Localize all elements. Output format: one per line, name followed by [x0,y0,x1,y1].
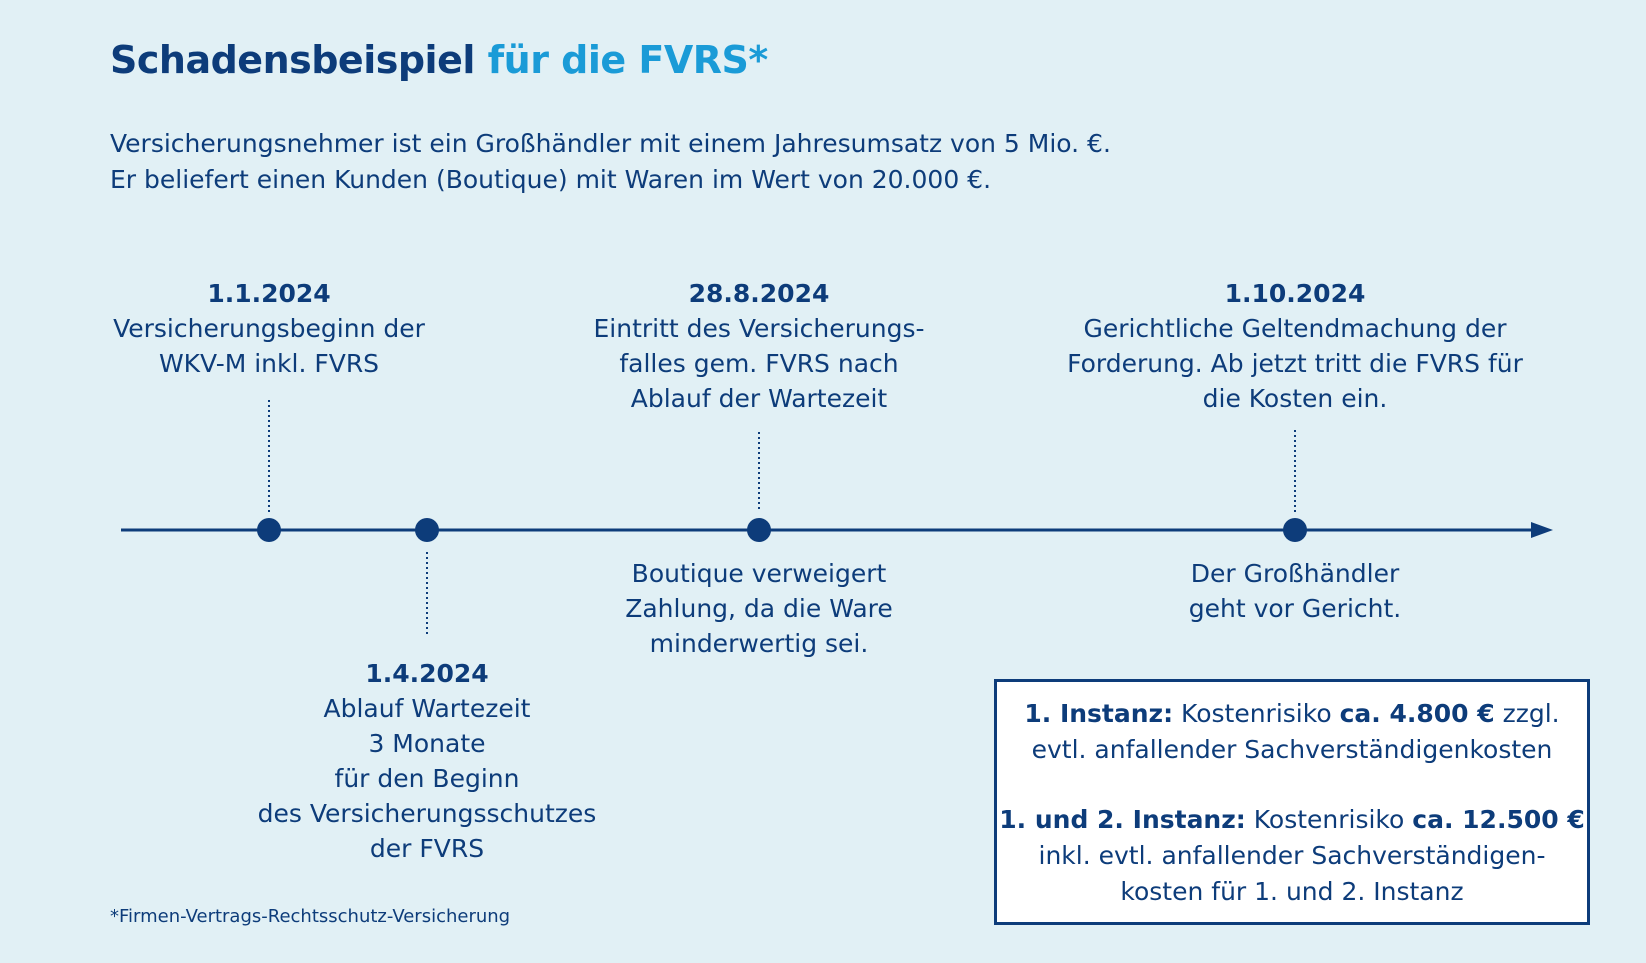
intro-line: Versicherungsnehmer ist ein Großhändler … [110,129,1111,158]
event-text: WKV-M inkl. FVRS [158,349,380,378]
cost-paragraph-both-instances: 1. und 2. Instanz: Kostenrisiko ca. 12.5… [997,802,1587,910]
event-text: Eintritt des Versicherungs- [593,314,925,343]
cost-paragraph-first-instance: 1. Instanz: Kostenrisiko ca. 4.800 € zzg… [997,696,1587,768]
footnote: *Firmen-Vertrags-Rechtsschutz-Versicheru… [110,906,511,927]
note-text: Der Großhändler [1190,559,1400,588]
event-text: die Kosten ein. [1202,384,1388,413]
event-text: Ablauf Wartezeit [323,694,531,723]
cost-label: 1. Instanz: [1024,699,1174,728]
cost-text: evtl. anfallender Sachverständigenkosten [1031,735,1553,764]
timeline-marker [257,518,281,542]
cost-risk-box: 1. Instanz: Kostenrisiko ca. 4.800 € zzg… [994,679,1590,925]
cost-text: inkl. evtl. anfallender Sachverständigen… [1038,841,1546,870]
cost-text: Kostenrisiko [1173,699,1340,728]
timeline-marker [747,518,771,542]
event-text: der FVRS [369,834,485,863]
event-text: 3 Monate [368,729,486,758]
cost-amount: ca. 12.500 € [1412,805,1585,834]
note-text: geht vor Gericht. [1188,594,1402,623]
title-main: Schadensbeispiel [110,38,475,82]
note-wholesaler-court: Der Großhändler geht vor Gericht. [1145,556,1445,626]
cost-amount: ca. 4.800 € [1339,699,1495,728]
cost-text: Kostenrisiko [1245,805,1413,834]
note-boutique-refuses: Boutique verweigert Zahlung, da die Ware… [609,556,909,661]
event-text: Forderung. Ab jetzt tritt die FVRS für [1067,349,1523,378]
timeline-marker [1283,518,1307,542]
cost-label: 1. und 2. Instanz: [999,805,1246,834]
intro-line: Er beliefert einen Kunden (Boutique) mit… [110,165,992,194]
event-text: für den Beginn [334,764,520,793]
event-1-10-2024: 1.10.2024 Gerichtliche Geltendmachung de… [1045,276,1545,416]
event-date: 1.4.2024 [365,659,489,688]
event-text: des Versicherungsschutzes [257,799,597,828]
event-text: Versicherungsbeginn der [113,314,425,343]
event-date: 1.1.2024 [207,279,331,308]
page-title: Schadensbeispiel für die FVRS* [110,38,768,82]
event-1-4-2024: 1.4.2024 Ablauf Wartezeit 3 Monate für d… [227,656,627,866]
event-text: falles gem. FVRS nach [619,349,899,378]
event-text: Gerichtliche Geltendmachung der [1083,314,1507,343]
title-accent: für die FVRS* [487,38,769,82]
intro-text: Versicherungsnehmer ist ein Großhändler … [110,126,1111,198]
timeline-arrowhead [1531,522,1553,538]
cost-text: zzgl. [1494,699,1560,728]
event-28-8-2024: 28.8.2024 Eintritt des Versicherungs- fa… [559,276,959,416]
event-text: Ablauf der Wartezeit [630,384,888,413]
cost-text: kosten für 1. und 2. Instanz [1120,877,1464,906]
event-date: 1.10.2024 [1224,279,1366,308]
event-date: 28.8.2024 [688,279,830,308]
event-1-1-2024: 1.1.2024 Versicherungsbeginn der WKV-M i… [69,276,469,381]
timeline-marker [415,518,439,542]
note-text: minderwertig sei. [649,629,869,658]
note-text: Boutique verweigert [631,559,887,588]
note-text: Zahlung, da die Ware [625,594,893,623]
